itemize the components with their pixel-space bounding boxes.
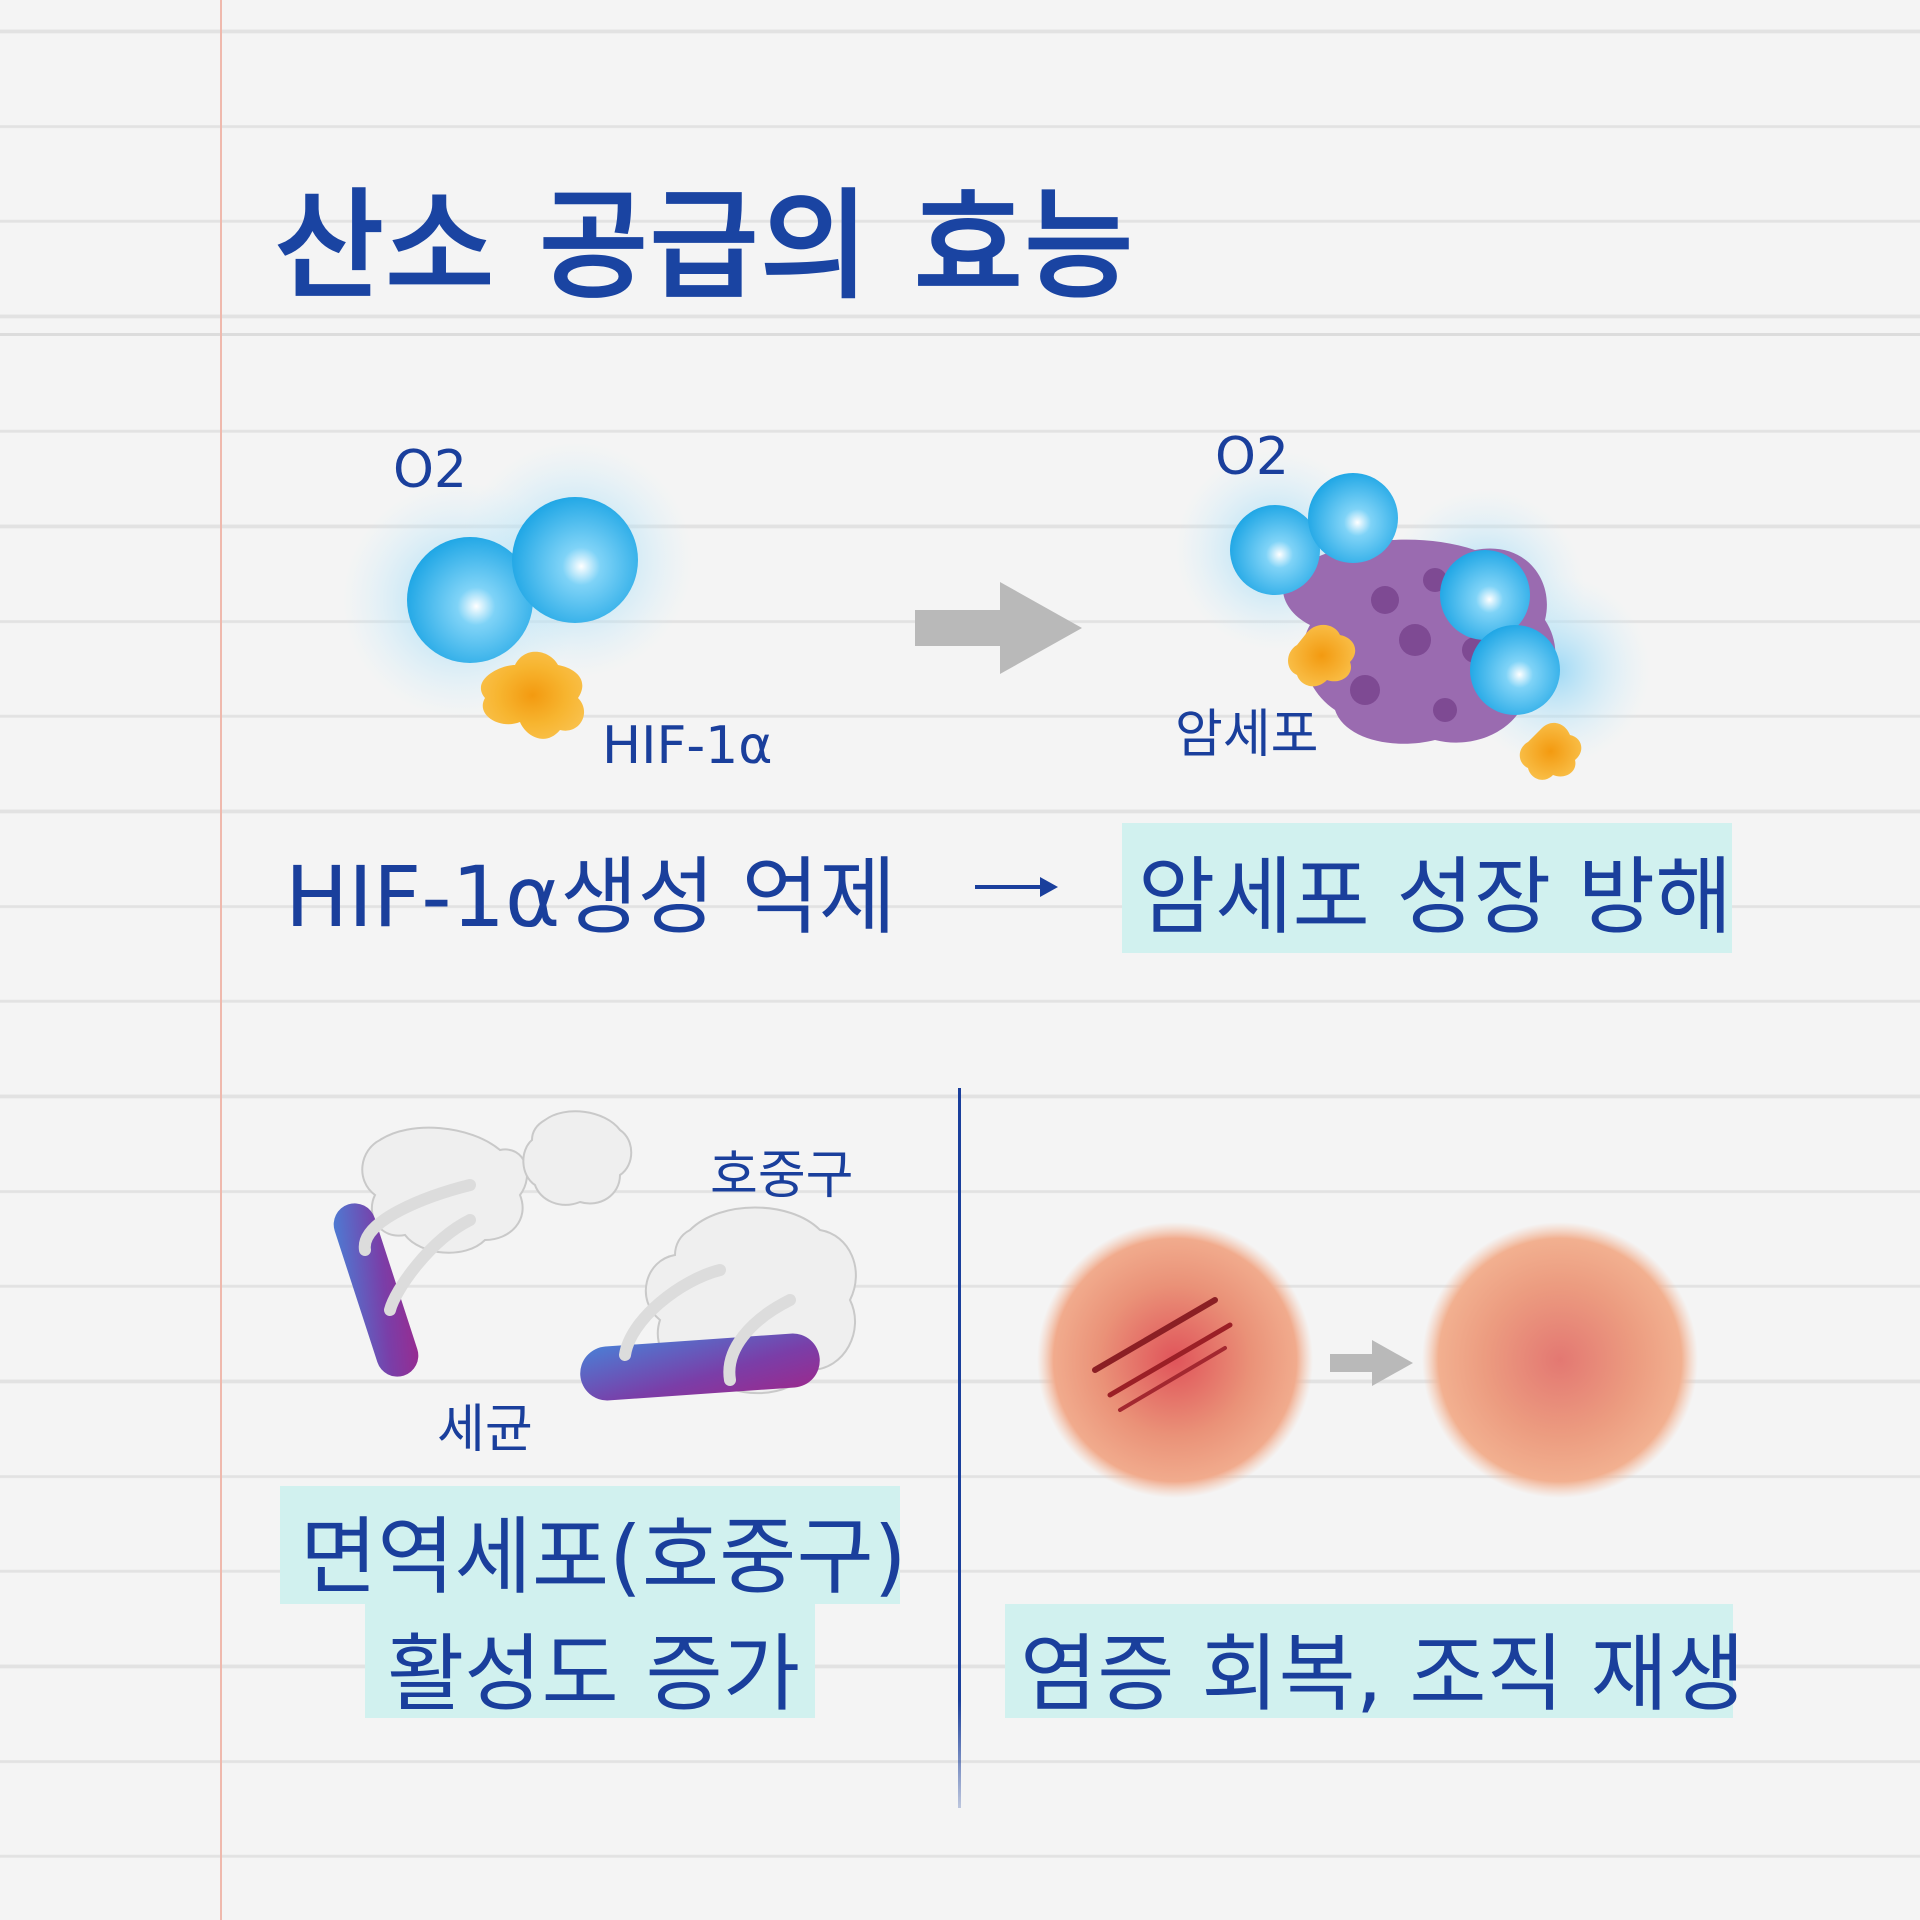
title-rule xyxy=(0,333,1920,336)
immune-caption-line2: 활성도 증가 xyxy=(387,1625,801,1723)
o2-label-right: O2 xyxy=(1215,427,1290,487)
caption-arrow-head xyxy=(1040,877,1058,897)
cancer-cell-icon xyxy=(1175,450,1650,780)
healed-skin-icon xyxy=(1422,1222,1698,1498)
neutrophil-label: 호중구 xyxy=(710,1146,854,1206)
o2-label: O2 xyxy=(393,440,468,500)
margin-line xyxy=(220,0,222,1920)
immune-caption-highlight-1 xyxy=(280,1486,900,1604)
hif-caption: HIF-1α생성 억제 xyxy=(285,848,897,946)
hif-label: HIF-1α xyxy=(602,716,773,776)
caption-arrow xyxy=(975,885,1045,889)
immune-caption-highlight-2 xyxy=(365,1604,815,1718)
gray-arrow-icon xyxy=(915,582,1082,674)
neutrophil-icon xyxy=(333,1110,857,1401)
immune-caption-line1: 면역세포(호중구) xyxy=(300,1508,907,1606)
cancer-caption-highlight xyxy=(1122,823,1732,953)
healing-caption-highlight xyxy=(1005,1604,1733,1718)
cancer-caption: 암세포 성장 방해 xyxy=(1138,848,1733,946)
oxygen-molecule-icon xyxy=(342,442,693,739)
page-title: 산소 공급의 효능 xyxy=(275,177,1136,315)
gray-arrow-icon xyxy=(1330,1340,1413,1386)
cancer-label: 암세포 xyxy=(1175,705,1319,765)
wound-icon xyxy=(1037,1222,1313,1498)
healing-caption: 염증 회복, 조직 재생 xyxy=(1020,1625,1746,1723)
vertical-divider xyxy=(958,1088,961,1808)
bacteria-label: 세균 xyxy=(437,1400,533,1460)
